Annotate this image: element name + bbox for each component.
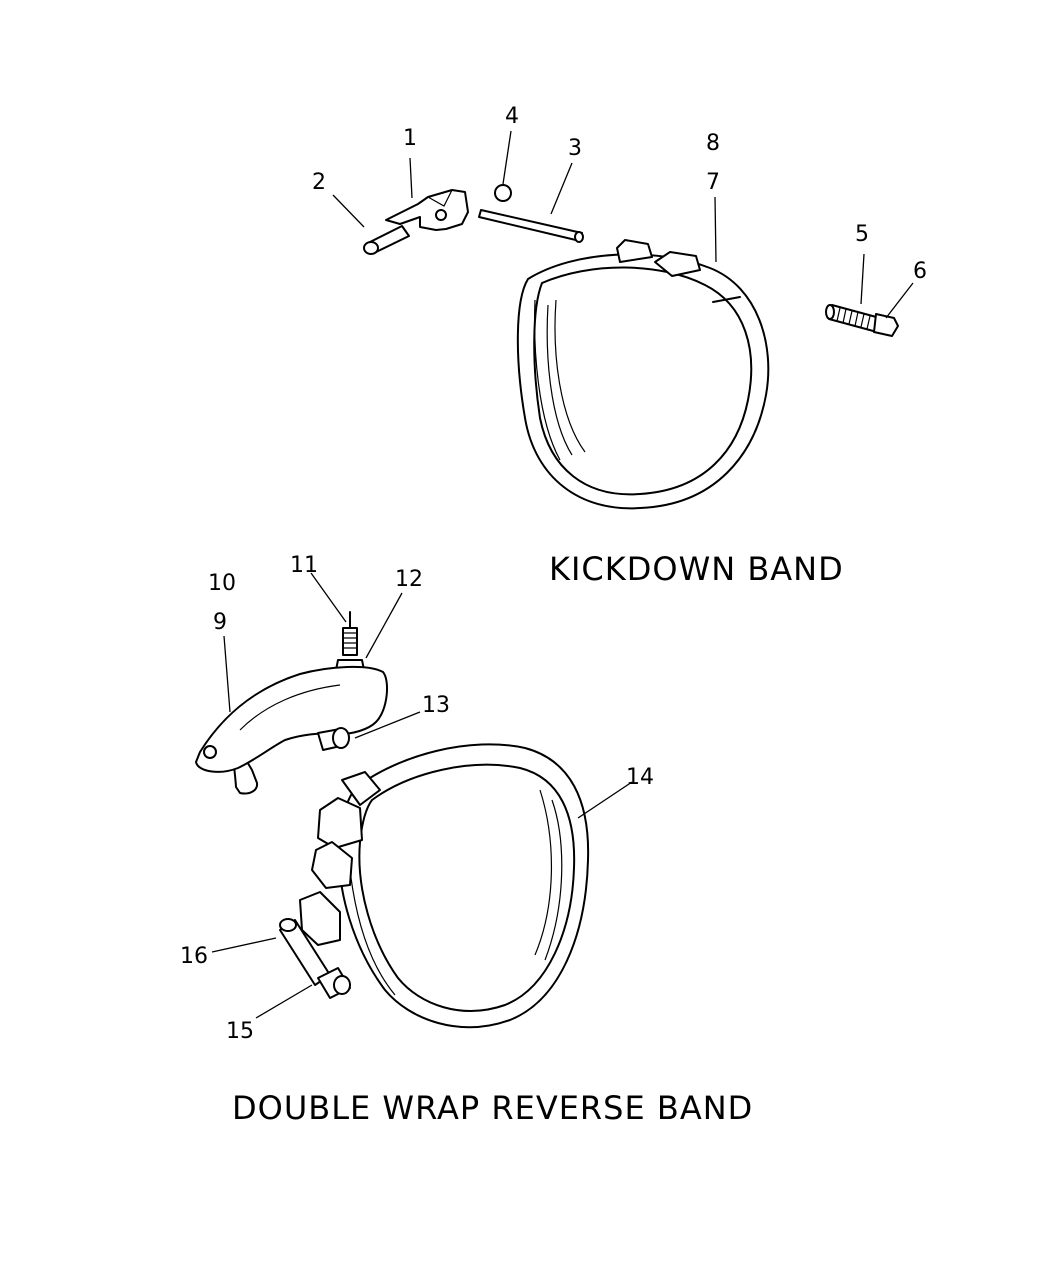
callout-2: 2 bbox=[312, 170, 326, 195]
leader-11 bbox=[310, 572, 347, 623]
leader-6 bbox=[885, 282, 914, 319]
part-4-roller bbox=[494, 184, 512, 202]
part-2-pin bbox=[363, 225, 410, 255]
part-11-adjusting-screw bbox=[342, 611, 358, 656]
part-1-lever bbox=[385, 189, 469, 231]
part-13-pin bbox=[317, 727, 350, 751]
part-3-strut bbox=[478, 209, 584, 243]
leader-2 bbox=[332, 194, 365, 228]
callout-6: 6 bbox=[913, 259, 927, 284]
callout-15: 15 bbox=[226, 1019, 254, 1044]
callout-16: 16 bbox=[180, 944, 208, 969]
leader-9 bbox=[223, 635, 231, 713]
leader-16 bbox=[211, 937, 277, 953]
part-15-roller bbox=[317, 967, 351, 999]
part-14-reverse-band bbox=[299, 743, 590, 1029]
leader-3 bbox=[550, 162, 573, 215]
callout-3: 3 bbox=[568, 136, 582, 161]
leader-13 bbox=[354, 711, 421, 739]
leader-15 bbox=[255, 984, 313, 1019]
reverse-group: 10 9 11 12 13 14 16 15 DOUBLE WRAP REVER… bbox=[180, 553, 753, 1127]
leader-1 bbox=[409, 157, 413, 199]
callout-4: 4 bbox=[505, 104, 519, 129]
part-7-kickdown-band bbox=[516, 239, 770, 510]
part-6-nut bbox=[873, 313, 899, 337]
callout-11: 11 bbox=[290, 553, 318, 578]
callout-12: 12 bbox=[395, 567, 423, 592]
kickdown-group: 1 2 3 4 8 7 5 6 KICKDOWN BAND bbox=[312, 104, 927, 588]
leader-7 bbox=[714, 196, 717, 263]
leader-4 bbox=[502, 130, 512, 185]
callout-8: 8 bbox=[706, 131, 720, 156]
callout-1: 1 bbox=[403, 126, 417, 151]
callout-14: 14 bbox=[626, 765, 654, 790]
reverse-band-title: DOUBLE WRAP REVERSE BAND bbox=[232, 1089, 753, 1127]
kickdown-band-title: KICKDOWN BAND bbox=[549, 550, 844, 588]
part-9-reverse-lever bbox=[195, 665, 389, 795]
leader-14 bbox=[577, 781, 633, 819]
callout-10: 10 bbox=[208, 571, 236, 596]
leader-12 bbox=[365, 592, 403, 659]
callout-9: 9 bbox=[213, 610, 227, 635]
callout-7: 7 bbox=[706, 170, 720, 195]
callout-13: 13 bbox=[422, 693, 450, 718]
leader-5 bbox=[860, 253, 865, 305]
callout-5: 5 bbox=[855, 222, 869, 247]
part-5-adjusting-screw bbox=[825, 304, 881, 333]
